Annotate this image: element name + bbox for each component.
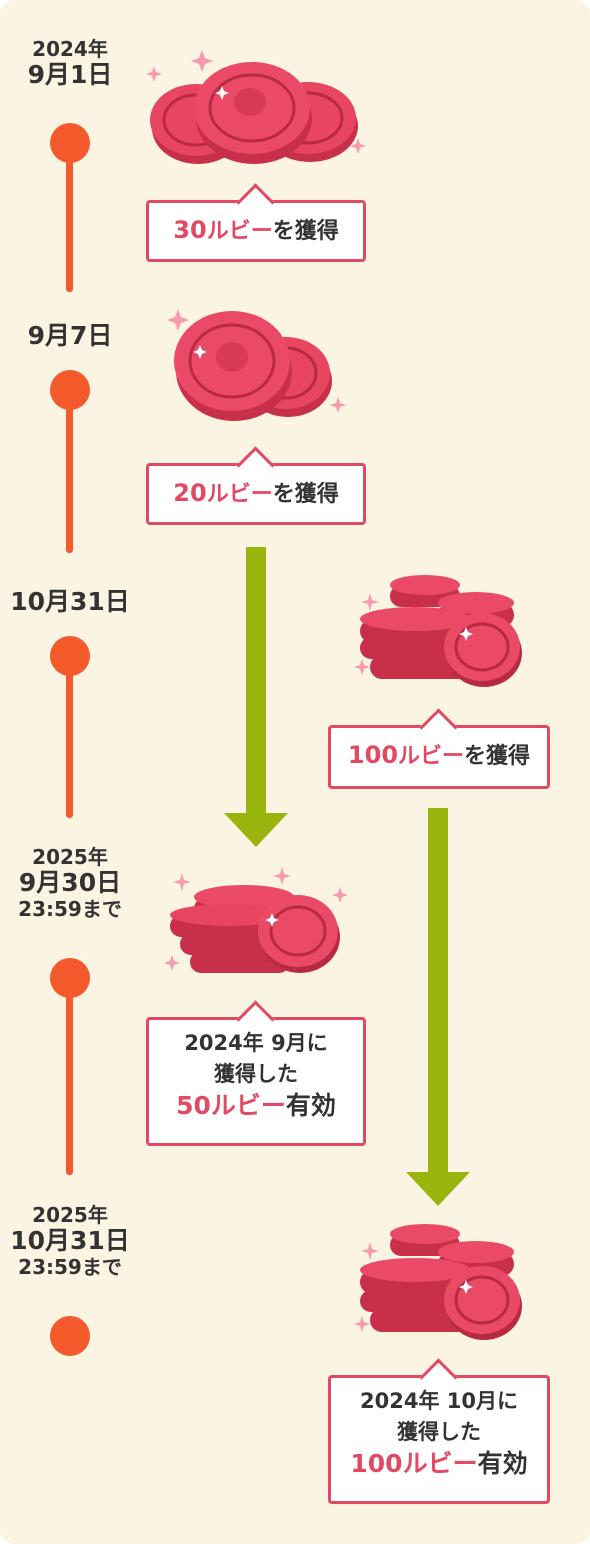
timeline-dot [50,636,90,676]
earned-suffix: を獲得 [464,744,531,769]
ruby-amount: 30 [173,216,207,244]
sparkle-icon [361,593,379,611]
validity-line1: 2024年 9月に [184,1031,328,1055]
date-year: 2025年 [32,845,108,869]
timeline-line [66,395,73,553]
earned-suffix: を獲得 [272,482,339,507]
sparkle-icon [164,955,180,971]
validity-line1: 2024年 10月に [360,1389,518,1413]
sparkle-icon [354,659,370,675]
date-day: 10月31日 [10,1226,130,1255]
validity-suffix: 有効 [285,1091,336,1120]
earned-bubble: 100ルビーを獲得 [328,708,550,789]
timeline-dot [50,123,90,163]
sparkle-icon [191,50,213,72]
date-deadline-time: 23:59まで [18,1254,122,1279]
validity-bubble: 2024年 9月に 獲得した 50ルビー有効 [146,1000,366,1146]
timeline-dot [50,1316,90,1356]
earned-bubble: 30ルビーを獲得 [146,183,366,262]
timeline-line [66,672,73,818]
ruby-amount: 100 [347,741,399,769]
date-label: 10月31日 [0,587,145,617]
ruby-coin-stack-icon [354,1224,522,1340]
earned-bubble: 20ルビーを獲得 [146,446,366,525]
date-day: 9月7日 [27,321,113,350]
validity-bubble: 2024年 10月に 獲得した 100ルビー有効 [328,1358,550,1504]
earned-suffix: を獲得 [272,219,339,244]
timeline-dot [50,370,90,410]
date-day: 10月31日 [10,587,130,616]
validity-line2: 獲得した [214,1062,298,1086]
date-label: 9月7日 [0,321,145,351]
arrow-down-icon [406,808,470,1206]
ruby-coins-2-icon [167,309,346,421]
sparkle-icon [350,138,366,154]
validity-line2: 獲得した [397,1420,481,1444]
date-label: 2025年 9月30日 23:59まで [0,846,145,921]
sparkle-icon [167,309,189,331]
sparkle-icon [146,66,162,82]
ruby-coins-3-icon [146,50,366,164]
timeline-line [66,982,73,1175]
arrow-down-icon [224,547,288,847]
timeline-line [66,150,73,292]
ruby-unit: ルビー [210,1091,286,1120]
ruby-unit: ルビー [402,1449,478,1478]
sparkle-icon [354,1316,370,1332]
ruby-unit: ルビー [206,482,273,507]
date-year: 2024年 [32,37,108,61]
date-deadline-time: 23:59まで [18,896,122,921]
date-year: 2025年 [32,1203,108,1227]
sparkle-icon [273,867,291,885]
ruby-coin-stack-icon [164,867,348,973]
ruby-coin-stack-icon [354,575,522,687]
date-label: 2024年 9月1日 [0,38,145,90]
date-day: 9月1日 [27,60,113,89]
timeline-dot [50,958,90,998]
date-day: 9月30日 [18,868,122,897]
sparkle-icon [332,887,348,903]
date-label: 2025年 10月31日 23:59まで [0,1204,145,1279]
ruby-unit: ルビー [398,744,465,769]
ruby-unit: ルビー [206,219,273,244]
ruby-amount: 100 [350,1449,403,1478]
sparkle-icon [173,873,191,891]
sparkle-icon [330,397,346,413]
ruby-amount: 20 [173,479,207,507]
sparkle-icon [361,1242,379,1260]
ruby-amount: 50 [176,1091,211,1120]
validity-suffix: 有効 [477,1449,528,1478]
